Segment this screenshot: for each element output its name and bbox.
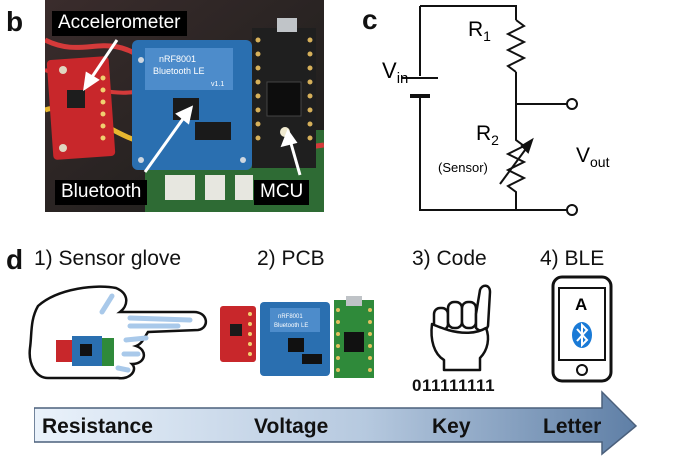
vout-terminal-bottom <box>566 204 578 216</box>
arrow-label-voltage: Voltage <box>254 415 329 438</box>
bluetooth-label: Bluetooth <box>55 180 148 205</box>
accelerometer-label: Accelerometer <box>52 11 187 36</box>
voltage-divider-circuit: Vin R1 R2 (Sensor) Vout <box>382 5 610 216</box>
process-arrow <box>34 390 638 456</box>
pcb-bluetooth: nRF8001 Bluetooth LE <box>260 302 330 376</box>
pcb-mcu <box>334 296 374 378</box>
phone-letter: A <box>575 295 587 314</box>
board-chip-model: nRF8001 <box>159 54 196 64</box>
hand-outline <box>28 285 207 380</box>
resistor-r1 <box>505 19 527 73</box>
sign-language-hand-icon <box>430 284 492 372</box>
step-sensor-glove: 1) Sensor glove <box>34 247 182 270</box>
code-value: 011111111 <box>412 376 496 395</box>
r1-label: R1 <box>468 18 491 44</box>
vin-label: Vin <box>382 58 408 87</box>
photo-arrows <box>83 39 302 176</box>
resistor-r2 <box>505 104 527 210</box>
flex-sensor-strips <box>99 293 193 373</box>
vout-terminal-top <box>566 98 578 110</box>
board-chip-name: Bluetooth LE <box>153 66 205 76</box>
panel-b-letter: b <box>6 6 24 37</box>
pcb-chip-name: Bluetooth LE <box>274 323 308 329</box>
arrow-label-letter: Letter <box>543 415 602 438</box>
phone-icon: A <box>551 275 613 383</box>
battery-symbol <box>402 77 438 98</box>
step-code: 3) Code <box>412 247 487 270</box>
pcb-chip-model: nRF8001 <box>278 314 303 320</box>
glove-mounted-pcb <box>56 336 114 366</box>
mcu-label: MCU <box>254 180 310 205</box>
wire-mid <box>515 72 568 105</box>
wire-top <box>420 5 517 20</box>
phone-home-button <box>576 364 588 376</box>
accelerometer-board <box>46 56 116 160</box>
sensor-note: (Sensor) <box>438 160 488 175</box>
r2-label: R2 <box>476 122 499 148</box>
variable-arrow <box>499 137 534 185</box>
wire-left-bottom <box>419 98 516 211</box>
arrow-label-key: Key <box>432 415 471 438</box>
arrow-label-resistance: Resistance <box>42 415 153 438</box>
step-pcb: 2) PCB <box>257 247 325 270</box>
step-ble: 4) BLE <box>540 247 605 270</box>
sensor-glove-illustration <box>28 285 207 380</box>
panel-d-letter: d <box>6 244 24 275</box>
bluetooth-board: nRF8001 Bluetooth LE v1.1 <box>132 40 252 170</box>
bluetooth-icon <box>572 322 592 348</box>
board-version: v1.1 <box>211 81 224 88</box>
panel-c-letter: c <box>362 4 378 35</box>
vout-label: Vout <box>576 144 610 170</box>
pcb-accelerometer <box>220 306 256 362</box>
pcb-illustration: nRF8001 Bluetooth LE <box>220 296 374 378</box>
